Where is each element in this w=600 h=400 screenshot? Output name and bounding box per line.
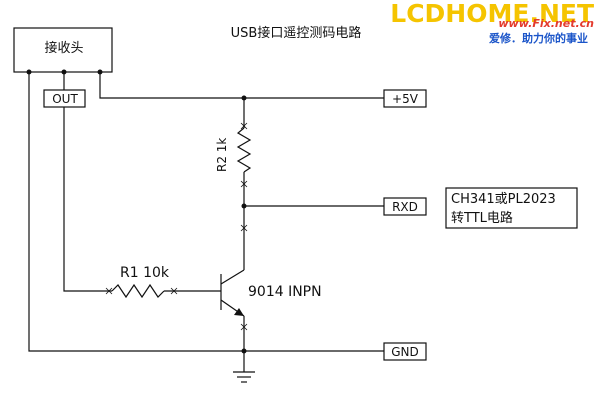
- receiver-module: [13, 27, 113, 73]
- watermark: LCDHOME.NET www.Fix.net.cn 爱修．助力你的事业: [390, 0, 594, 45]
- watermark-slogan: 爱修．助力你的事业: [489, 31, 588, 45]
- wire-out-to-r1: [63, 107, 112, 292]
- resistor-r1: [111, 283, 165, 299]
- terminal-vcc-label: +5V: [392, 92, 419, 106]
- terminal-vcc: [383, 89, 427, 108]
- terminal-gnd: [383, 342, 427, 361]
- r1-endpoint-marks: [105, 287, 178, 295]
- resistor-r2: [236, 127, 252, 173]
- collector-endpoint-mark: [240, 224, 248, 232]
- watermark-url: www.Fix.net.cn: [498, 17, 594, 30]
- usb-ttl-note: [445, 187, 578, 229]
- terminal-rxd-label: RXD: [392, 200, 418, 214]
- wire-gnd-receiver: [28, 72, 244, 352]
- r1-label: R1 10k: [120, 265, 170, 281]
- transistor-label: 9014 INPN: [248, 284, 322, 300]
- receiver-label: 接收头: [44, 40, 83, 56]
- r2-endpoint-marks: [240, 122, 248, 188]
- out-label: OUT: [52, 92, 78, 106]
- usb-ttl-note-line2: 转TTL电路: [451, 210, 513, 226]
- terminal-gnd-label: GND: [391, 345, 419, 359]
- diagram-title: USB接口遥控测码电路: [231, 25, 362, 41]
- watermark-logo: LCDHOME.NET: [390, 0, 594, 28]
- r2-label: R2 1k: [215, 138, 229, 172]
- wire-vcc-receiver: [99, 72, 244, 99]
- usb-ttl-note-line1: CH341或PL2023: [451, 192, 556, 207]
- transistor-q1: [220, 269, 245, 317]
- terminal-rxd: [383, 197, 427, 216]
- ground-symbol: [233, 371, 255, 383]
